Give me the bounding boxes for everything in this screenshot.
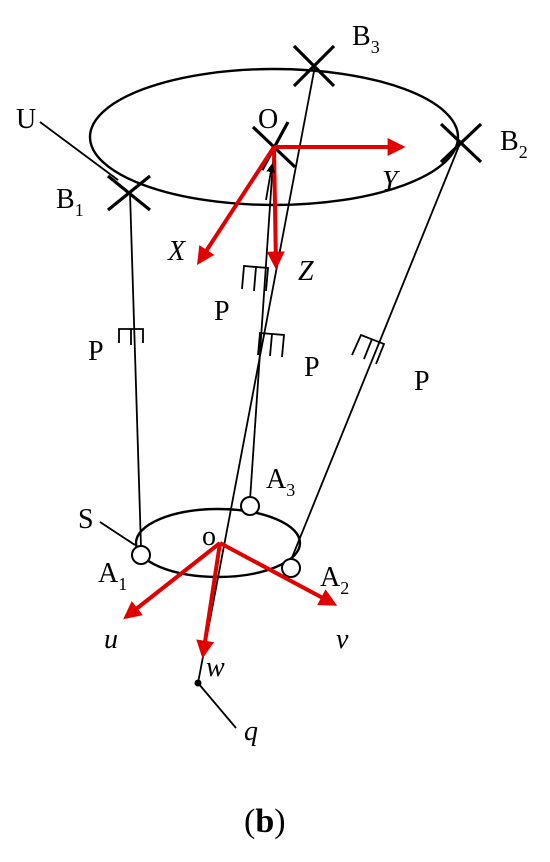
axis-Z-arrow bbox=[266, 146, 285, 270]
label-B1: B1 bbox=[56, 184, 84, 220]
label-A2: A2 bbox=[320, 562, 349, 598]
label-O: O bbox=[258, 104, 278, 135]
label-X: X bbox=[167, 236, 186, 267]
figure-caption: (b) bbox=[244, 803, 286, 840]
joint-A2 bbox=[281, 558, 301, 578]
axis-w-arrow bbox=[196, 542, 222, 659]
joint-A3 bbox=[240, 496, 260, 516]
axis-v-arrow bbox=[219, 541, 338, 606]
label-B2: B2 bbox=[500, 126, 528, 162]
label-Y: Y bbox=[382, 166, 401, 197]
tool-link bbox=[197, 682, 237, 729]
label-o: o bbox=[202, 521, 216, 552]
leader-U bbox=[39, 121, 119, 181]
leg-2 bbox=[290, 140, 462, 561]
leader-S bbox=[99, 521, 136, 546]
joint-B1 bbox=[106, 174, 152, 212]
label-S: S bbox=[78, 504, 94, 535]
label-B3: B3 bbox=[352, 21, 380, 57]
axis-u-arrow bbox=[123, 541, 222, 620]
leg-tool bbox=[197, 65, 316, 684]
prismatic-joint-2 bbox=[351, 333, 386, 365]
label-q: q bbox=[244, 716, 258, 747]
leg-1 bbox=[129, 192, 142, 548]
label-A3: A3 bbox=[266, 464, 295, 500]
label-P-leg2: P bbox=[414, 366, 430, 397]
tool-point-q bbox=[194, 679, 202, 687]
label-A1: A1 bbox=[98, 558, 127, 594]
label-P-leg3: P bbox=[214, 296, 230, 327]
label-u: u bbox=[104, 624, 118, 655]
label-w: w bbox=[206, 652, 225, 683]
label-Z: Z bbox=[298, 256, 314, 287]
axis-X-arrow bbox=[197, 145, 276, 266]
label-v: v bbox=[336, 624, 349, 655]
label-P-leg1: P bbox=[88, 336, 104, 367]
tool-leg-arrow bbox=[265, 163, 276, 201]
joint-A1 bbox=[131, 545, 151, 565]
joint-B3 bbox=[292, 44, 336, 88]
prismatic-joint-1 bbox=[118, 328, 144, 345]
joint-B2 bbox=[439, 122, 483, 164]
label-P-tool: P bbox=[304, 352, 320, 383]
label-U: U bbox=[16, 104, 36, 135]
prismatic-joint-3 bbox=[241, 265, 269, 292]
leg-3 bbox=[249, 146, 275, 501]
prismatic-joint-tool bbox=[257, 332, 285, 358]
